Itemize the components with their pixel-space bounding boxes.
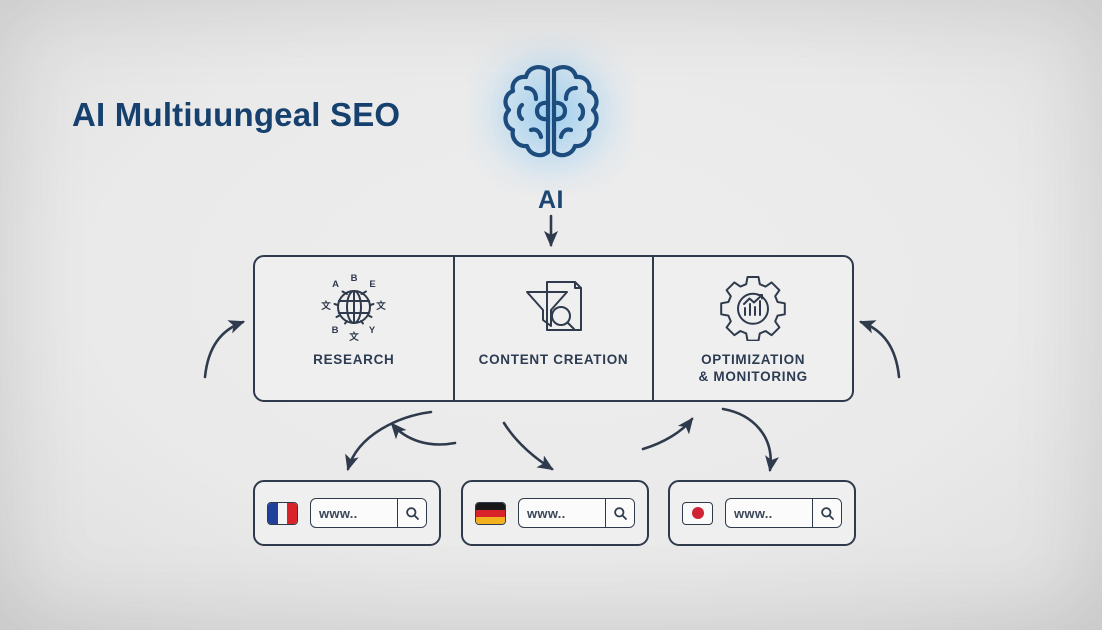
search-card-jp[interactable]: www.. [668,480,856,546]
ai-glow [470,34,632,192]
arrow-optimization-to-search-jp [721,407,779,473]
stage-research[interactable]: B E 文 Y 文 B 文 A RESEARCH [255,257,453,400]
page-title: AI Multiuungeal SEO [72,96,401,133]
stage-row: B E 文 Y 文 B 文 A RESEARCH [253,255,854,402]
search-input-de-value[interactable]: www.. [527,505,566,521]
flag-japan-icon [682,501,713,525]
ai-node [470,34,632,192]
arrow-right-outer-feedback [859,320,901,379]
arrow-research-to-search-fr [345,410,433,471]
svg-text:B: B [350,273,357,284]
search-input-fr-value[interactable]: www.. [319,505,358,521]
stage-label-research: RESEARCH [313,352,395,367]
stage-label-line1: OPTIMIZATION [701,352,806,367]
search-card-de[interactable]: www.. [461,480,649,546]
stage-optimization-monitoring[interactable]: OPTIMIZATION & MONITORING [652,257,852,400]
arrow-optimization-feedback [641,417,694,451]
ai-label: AI [538,186,564,214]
flag-france-icon [267,501,298,525]
search-button-jp[interactable] [812,499,841,527]
stage-label-optimization-monitoring: OPTIMIZATION & MONITORING [698,351,807,386]
brain-icon [503,65,599,158]
stage-label-line2: & MONITORING [698,369,808,385]
arrow-content-to-search-jp [502,421,554,471]
search-icon [613,506,627,520]
svg-text:B: B [331,325,338,336]
search-input-jp-value[interactable]: www.. [734,505,773,521]
search-icon [405,506,419,520]
svg-text:文: 文 [320,300,331,312]
svg-text:文: 文 [348,331,359,343]
search-input-jp[interactable]: www.. [725,498,842,528]
flag-germany-icon [475,501,506,525]
stage-content-creation[interactable]: CONTENT CREATION [452,257,653,400]
search-input-de[interactable]: www.. [518,498,635,528]
search-icon [820,506,834,520]
svg-text:E: E [369,279,375,290]
globe-languages-icon: B E 文 Y 文 B 文 A [314,271,394,343]
stage-label-content-creation: CONTENT CREATION [478,352,629,367]
search-button-de[interactable] [605,499,634,527]
svg-text:Y: Y [369,325,376,336]
search-button-fr[interactable] [397,499,426,527]
funnel-document-magnifier-icon [517,271,591,343]
search-card-fr[interactable]: www.. [253,480,441,546]
svg-text:文: 文 [375,300,386,312]
arrow-search-fr-to-content [390,422,457,446]
svg-text:A: A [332,279,339,290]
arrow-left-outer-feedback [203,320,245,379]
search-input-fr[interactable]: www.. [310,498,427,528]
gear-chart-icon [718,271,788,343]
